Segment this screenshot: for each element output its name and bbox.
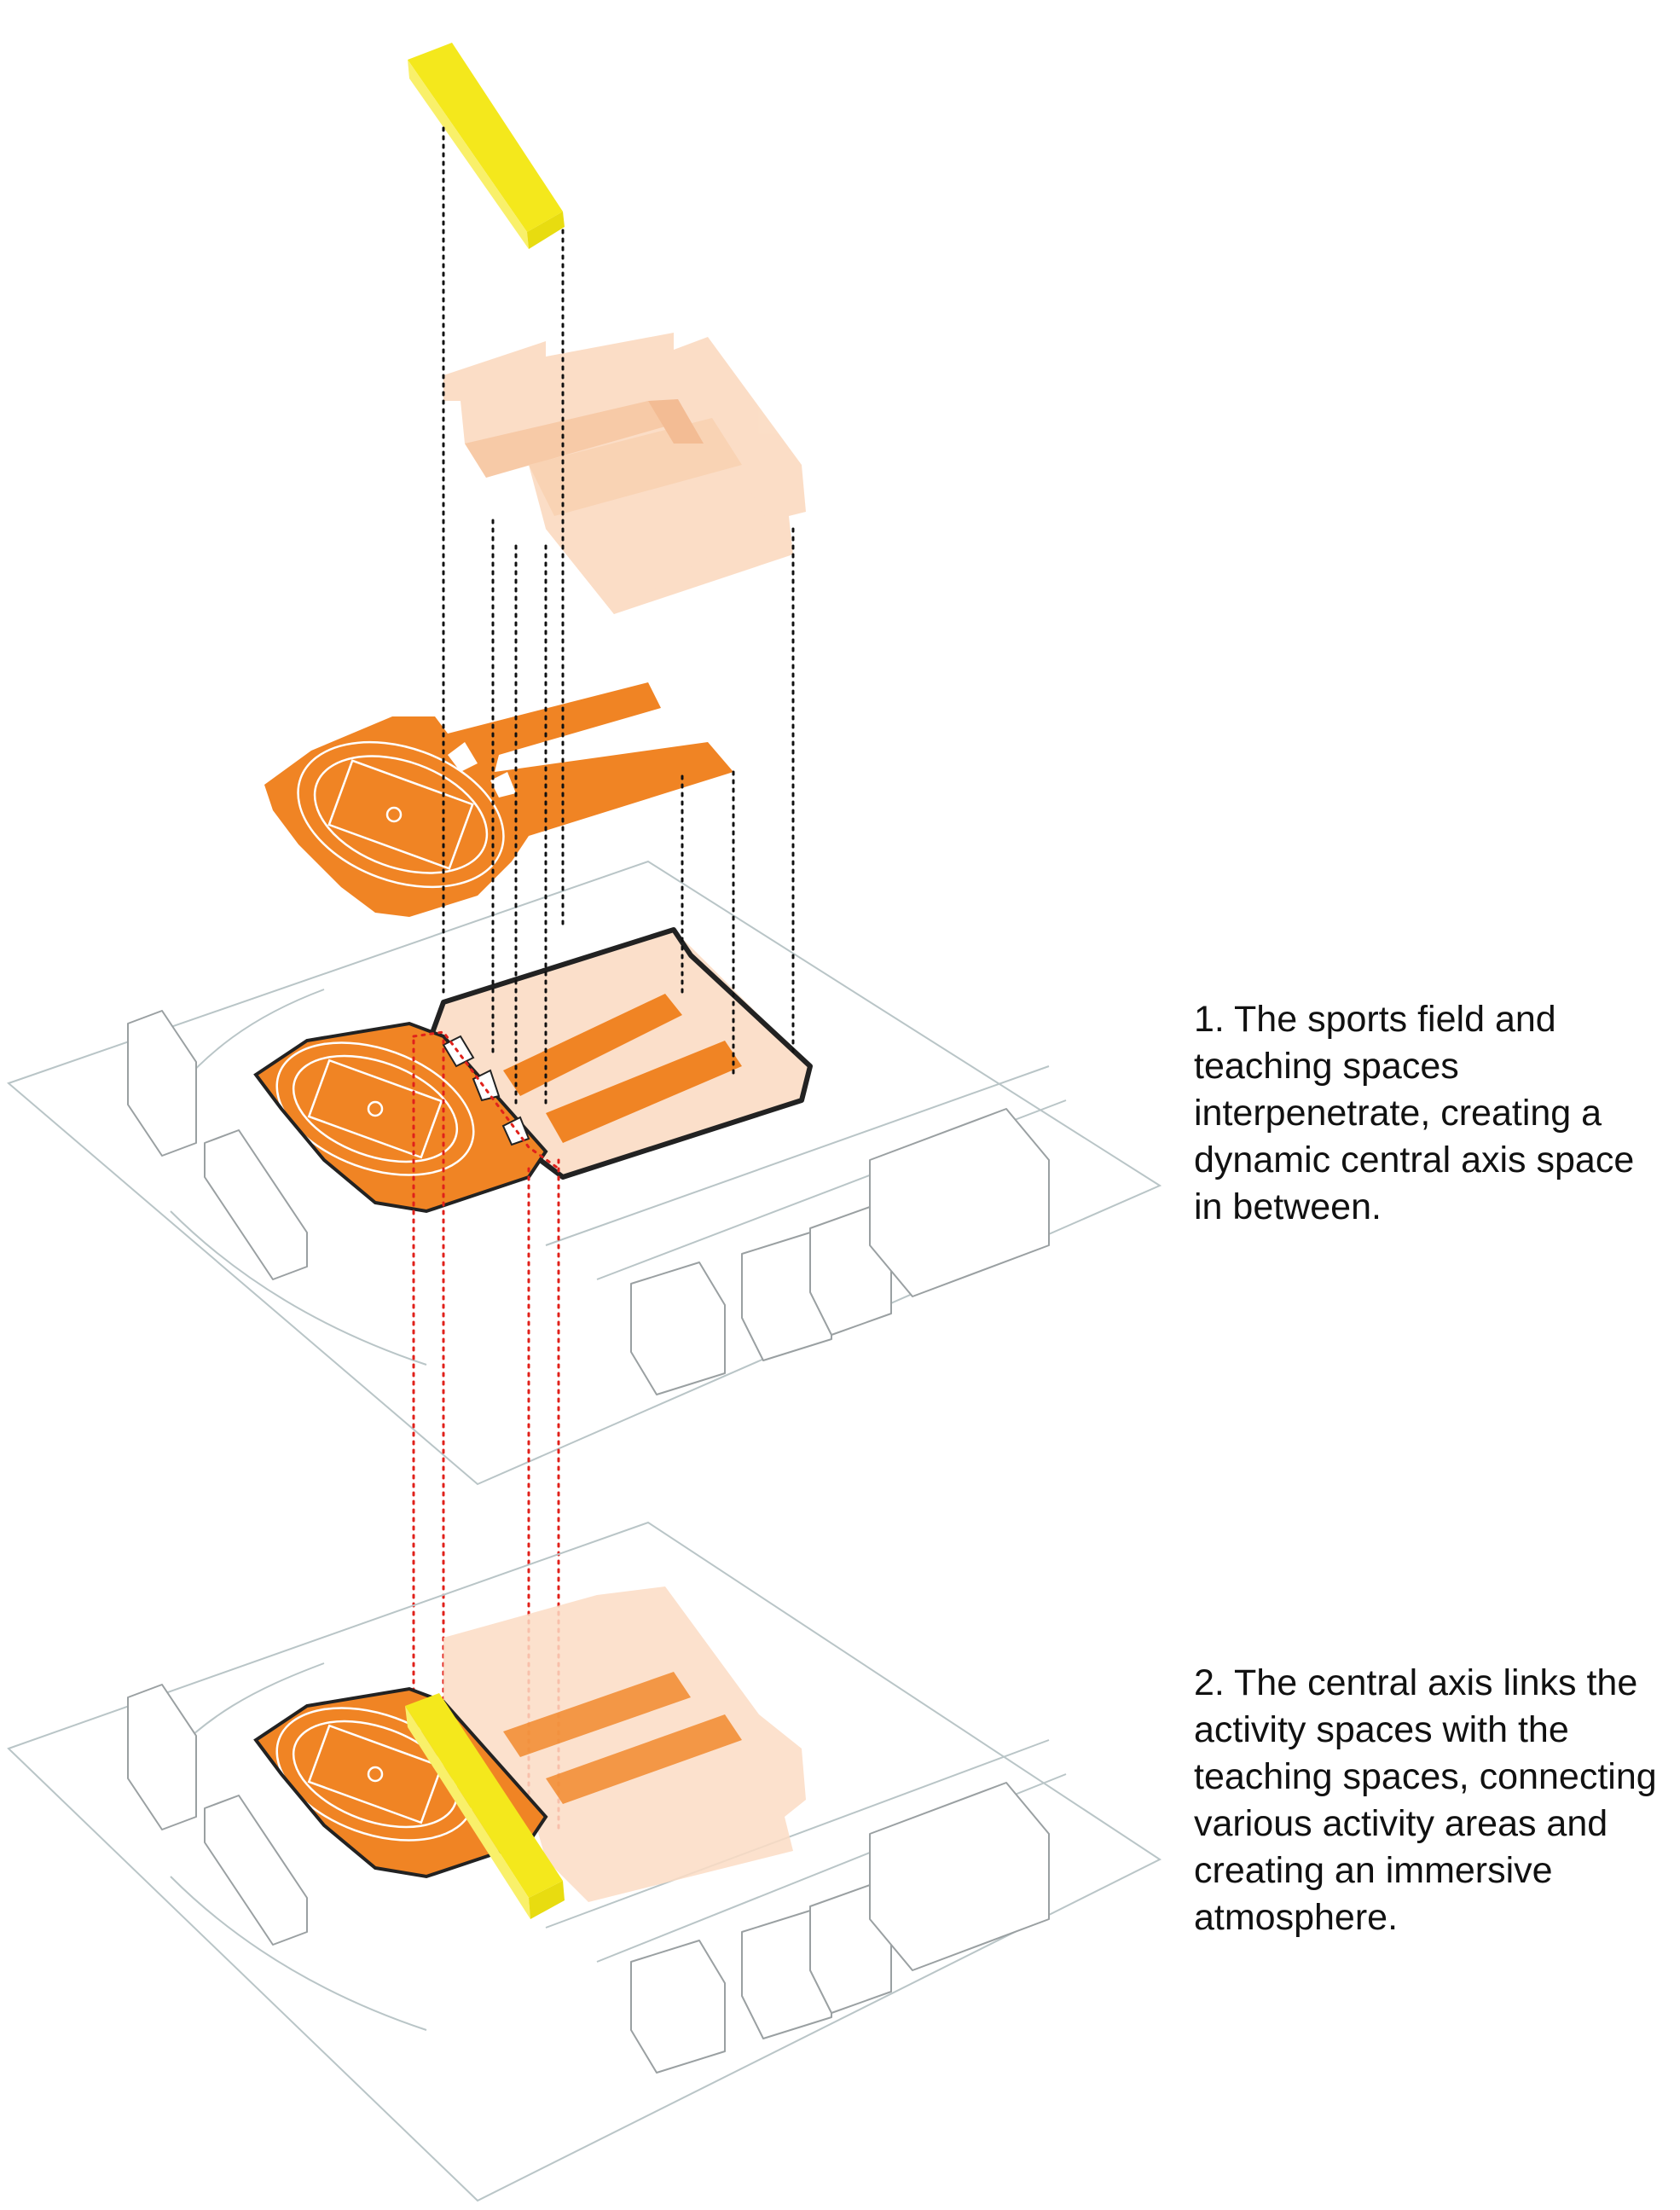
caption-step-1: 1. The sports field and teaching spaces … bbox=[1194, 999, 1635, 1227]
sports-field-layer bbox=[264, 682, 733, 917]
site-plan-bottom bbox=[7, 1521, 1162, 2202]
central-axis-block bbox=[408, 43, 565, 249]
site-plan-middle bbox=[7, 860, 1162, 1486]
caption-step-2: 2. The central axis links the activity s… bbox=[1194, 1662, 1657, 1938]
projection-lines-black bbox=[442, 126, 795, 1111]
teaching-volumes bbox=[443, 333, 806, 614]
